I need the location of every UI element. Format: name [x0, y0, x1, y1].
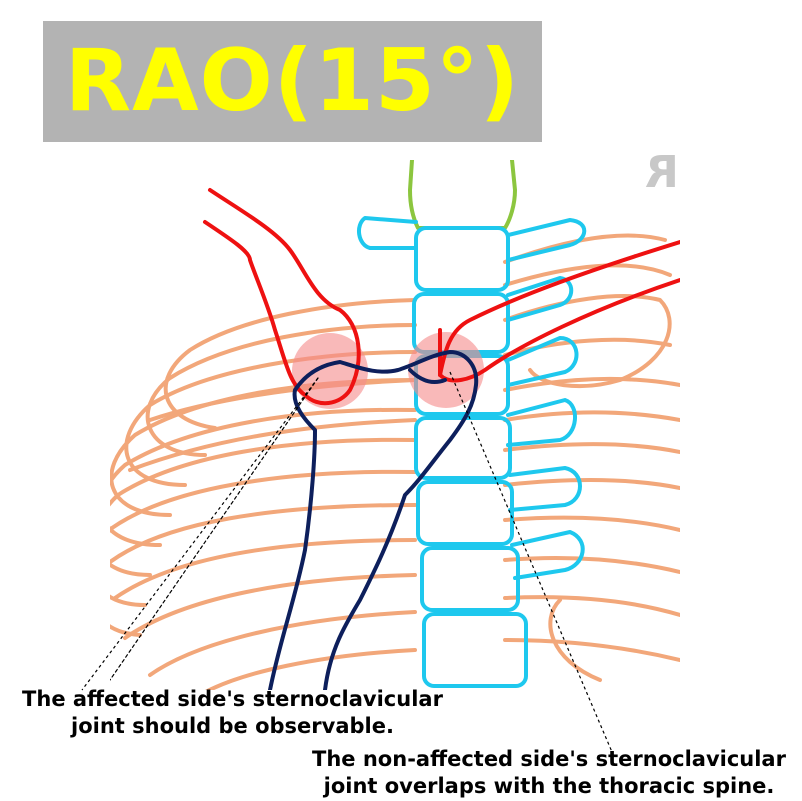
left-rib — [205, 648, 417, 690]
vertebra — [420, 546, 520, 612]
right-rib — [503, 294, 672, 389]
right-rib — [503, 595, 680, 617]
right-clavicle — [438, 240, 680, 377]
right-rib — [503, 478, 680, 490]
right-rib — [503, 515, 680, 532]
left-rib — [148, 610, 417, 677]
transverse-process — [506, 218, 587, 262]
right-rib — [503, 410, 680, 422]
right-ribs — [503, 233, 680, 682]
transverse-process — [508, 466, 582, 512]
left-rib — [163, 298, 417, 430]
non-affected-joint-highlight — [408, 332, 484, 408]
right-rib — [503, 556, 680, 574]
transverse-process — [506, 398, 578, 447]
left-rib — [123, 573, 417, 640]
transverse-process — [510, 530, 585, 580]
vertebra — [414, 416, 512, 480]
transverse-process — [506, 336, 579, 387]
left-rib — [128, 418, 417, 472]
right-rib — [503, 442, 680, 454]
clavicles — [203, 188, 680, 406]
vertebra — [414, 226, 510, 292]
affected-leader-line — [110, 377, 319, 681]
right-rib — [503, 263, 672, 287]
right-rib — [503, 337, 672, 357]
leader-lines — [110, 377, 319, 681]
page-title: RAO(15°) — [64, 31, 521, 131]
left-rib — [148, 378, 417, 422]
left-rib — [145, 323, 417, 457]
left-clavicle — [208, 188, 361, 406]
sternum-notch — [408, 368, 447, 384]
right-rib — [503, 233, 667, 264]
vertebra — [416, 480, 514, 546]
right-clavicle-lower — [438, 278, 680, 383]
vertebra — [422, 612, 528, 688]
transverse-process — [357, 216, 418, 250]
left-clavicle-lower — [203, 220, 307, 397]
sternum — [268, 350, 479, 690]
affected-leader-line-ext — [81, 377, 319, 691]
manubrium-outline — [268, 350, 479, 690]
left-rib — [110, 437, 417, 577]
right-rib — [503, 638, 680, 662]
right-rib — [503, 376, 680, 392]
thoracic-spine — [357, 216, 587, 688]
left-rib — [113, 538, 417, 600]
affected-side-annotation: The affected side's sternoclavicular joi… — [22, 687, 443, 738]
title-banner: RAO(15°) — [43, 21, 542, 142]
cervical-vertebra — [408, 160, 517, 230]
non-affected-side-annotation: The non-affected side's sternoclavicular… — [312, 747, 786, 798]
non-affected-leader-line — [449, 371, 613, 753]
right-rib — [548, 598, 602, 682]
transverse-process — [506, 276, 574, 322]
